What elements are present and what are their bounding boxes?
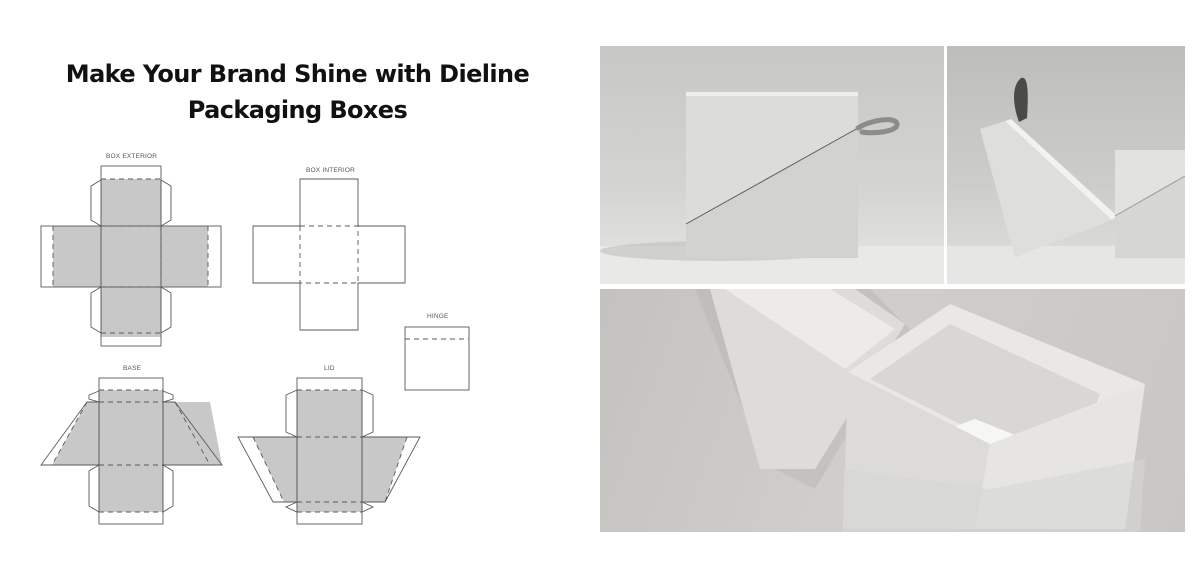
base-label: BASE [123,365,142,372]
box-exterior-dieline: BOX EXTERIOR [40,153,222,347]
box-exterior-label: BOX EXTERIOR [106,153,157,160]
box-interior-dieline: BOX INTERIOR [252,167,406,331]
hinge-dieline: HINGE [404,313,470,391]
lid-label: LID [324,365,335,372]
hinge-label: HINGE [427,313,449,320]
dieline-diagrams: BOX EXTERIOR [0,140,590,540]
page-title: Make Your Brand Shine with Dieline Packa… [40,56,555,128]
title-line-2: Packaging Boxes [187,96,408,124]
photo-closed-box [600,46,944,284]
title-line-1: Make Your Brand Shine with Dieline [65,60,530,88]
lid-dieline: LID [237,365,421,525]
photo-open-box-interior [600,289,1185,532]
photo-opening-box [947,46,1185,284]
box-interior-label: BOX INTERIOR [306,167,355,174]
base-dieline: BASE [40,365,223,525]
